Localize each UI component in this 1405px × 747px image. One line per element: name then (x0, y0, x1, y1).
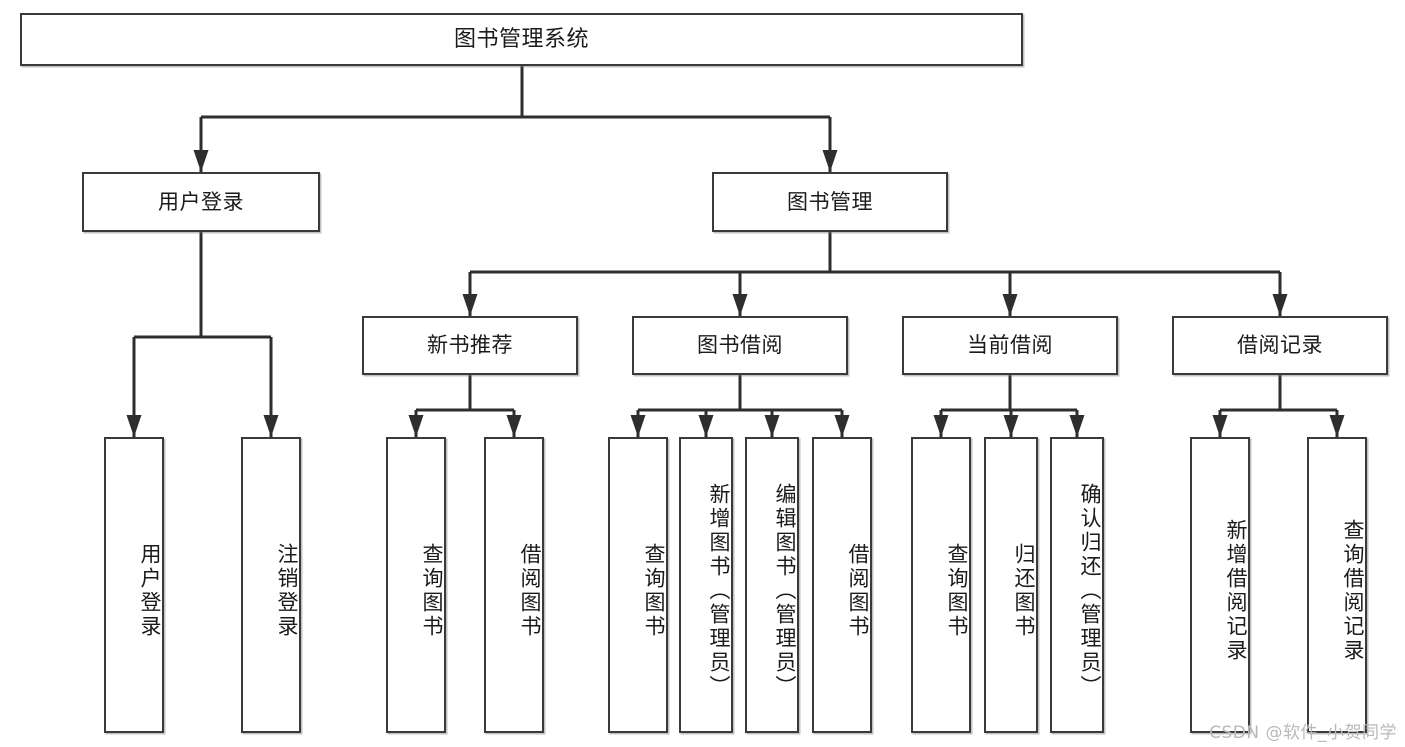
node-newbook[interactable]: 新书推荐 (362, 316, 578, 375)
node-label: 图书管理系统 (453, 26, 589, 52)
node-bookmgmt[interactable]: 图书管理 (712, 172, 948, 232)
node-label: 归还图书 (1012, 543, 1036, 639)
node-label: 当前借阅 (967, 333, 1053, 358)
node-label: 查询图书 (420, 543, 444, 639)
node-leaf-cur-return[interactable]: 归还图书 (984, 437, 1038, 733)
node-leaf-user-login[interactable]: 用户登录 (104, 437, 164, 733)
node-leaf-bo-borrow[interactable]: 借阅图书 (812, 437, 872, 733)
node-leaf-bo-query[interactable]: 查询图书 (608, 437, 668, 733)
node-leaf-rec-query[interactable]: 查询借阅记录 (1307, 437, 1367, 733)
node-login[interactable]: 用户登录 (82, 172, 320, 232)
node-records[interactable]: 借阅记录 (1172, 316, 1388, 375)
node-leaf-nb-query[interactable]: 查询图书 (386, 437, 446, 733)
watermark-label: CSDN @软件_小贺同学 (1209, 723, 1397, 743)
node-label: 借阅图书 (518, 543, 542, 639)
node-leaf-bo-add[interactable]: 新增图书（管理员） (679, 437, 733, 733)
node-label: 查询图书 (642, 543, 666, 639)
node-root[interactable]: 图书管理系统 (20, 13, 1023, 66)
node-leaf-user-logout[interactable]: 注销登录 (241, 437, 301, 733)
node-label: 用户登录 (158, 189, 244, 214)
node-label: 确认归还（管理员） (1078, 483, 1102, 699)
node-label: 图书管理 (787, 189, 873, 214)
node-leaf-cur-confirm[interactable]: 确认归还（管理员） (1050, 437, 1104, 733)
node-leaf-bo-edit[interactable]: 编辑图书（管理员） (745, 437, 799, 733)
node-label: 图书借阅 (697, 333, 783, 358)
node-leaf-nb-borrow[interactable]: 借阅图书 (484, 437, 544, 733)
node-label: 新增借阅记录 (1224, 519, 1248, 663)
node-label: 借阅图书 (846, 543, 870, 639)
node-leaf-cur-query[interactable]: 查询图书 (911, 437, 971, 733)
node-current[interactable]: 当前借阅 (902, 316, 1118, 375)
node-label: 编辑图书（管理员） (773, 483, 797, 699)
node-label: 新增图书（管理员） (707, 483, 731, 699)
node-label: 注销登录 (275, 543, 299, 639)
node-label: 新书推荐 (427, 333, 513, 358)
node-label: 用户登录 (138, 543, 162, 639)
node-label: 查询图书 (945, 543, 969, 639)
node-leaf-rec-add[interactable]: 新增借阅记录 (1190, 437, 1250, 733)
node-borrow[interactable]: 图书借阅 (632, 316, 848, 375)
node-label: 借阅记录 (1237, 333, 1323, 358)
node-label: 查询借阅记录 (1341, 519, 1365, 663)
